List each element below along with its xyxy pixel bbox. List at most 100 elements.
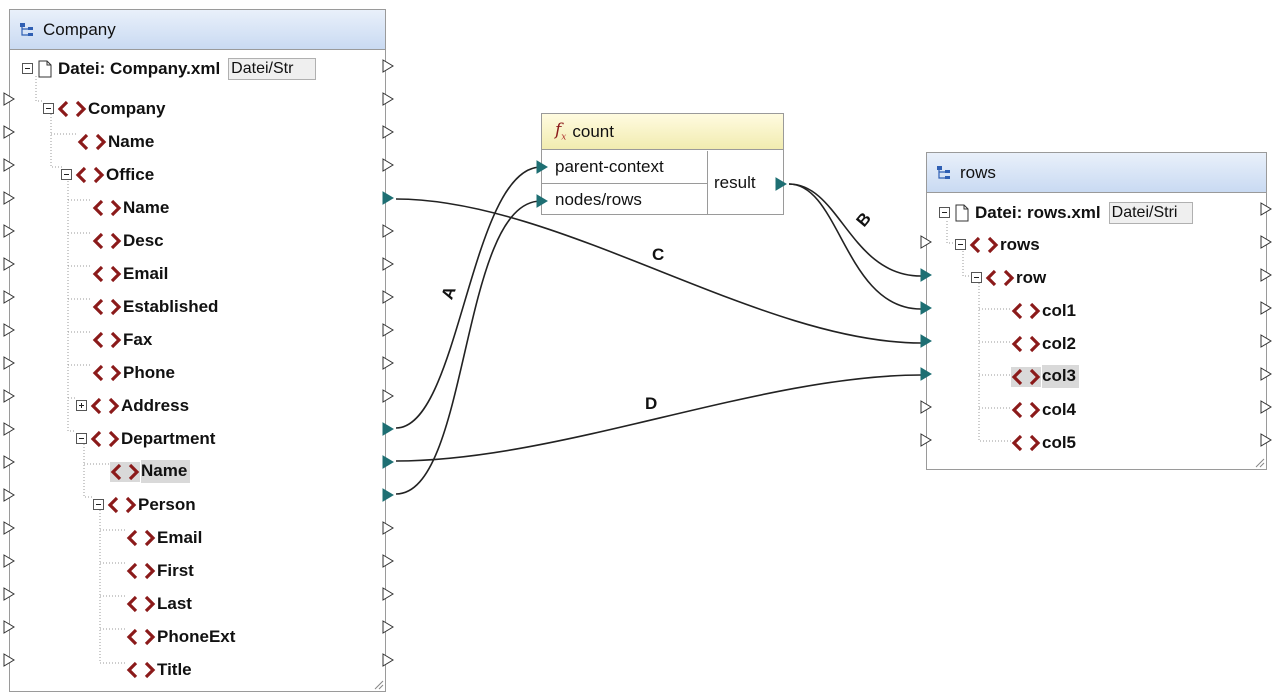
tree-label: col2 <box>1042 333 1077 353</box>
input-port-icon[interactable] <box>920 334 932 348</box>
rows-component[interactable]: rows Datei: rows.xml Datei/Stri rows row… <box>926 152 1267 470</box>
output-port-icon[interactable] <box>382 455 394 469</box>
resize-grip-icon[interactable] <box>1255 458 1265 468</box>
output-port-icon[interactable] <box>382 59 394 73</box>
collapse-toggle[interactable] <box>76 433 87 444</box>
tree-node-row[interactable]: row <box>971 261 1046 294</box>
function-icon: fx <box>555 120 567 143</box>
tree-node-company[interactable]: Company <box>43 92 165 125</box>
tree-node-address[interactable]: Address <box>76 389 189 422</box>
output-port-icon[interactable] <box>382 587 394 601</box>
tree-label: Address <box>121 395 190 415</box>
company-input-ports <box>3 92 15 667</box>
tree-node-last[interactable]: Last <box>126 587 192 620</box>
output-port-icon[interactable] <box>382 257 394 271</box>
element-icon <box>126 628 156 645</box>
element-icon <box>92 298 122 315</box>
rows-file-button[interactable]: Datei/Stri <box>1108 201 1193 224</box>
connection-b-col1[interactable] <box>788 183 922 310</box>
element-icon <box>1011 302 1041 319</box>
output-port-icon[interactable] <box>382 125 394 139</box>
output-port-icon[interactable] <box>382 356 394 370</box>
tree-label: Last <box>157 593 192 613</box>
output-port-icon[interactable] <box>382 620 394 634</box>
company-component[interactable]: Company Datei: Company.xml Datei/Str Com… <box>9 9 386 692</box>
collapse-toggle[interactable] <box>971 272 982 283</box>
tree-node-fax[interactable]: Fax <box>92 323 152 356</box>
connection-label-b: B <box>852 208 875 231</box>
input-port-icon[interactable] <box>536 194 548 208</box>
output-port-icon[interactable] <box>382 92 394 106</box>
collapse-toggle[interactable] <box>61 169 72 180</box>
tree-node-col2[interactable]: col2 <box>1011 327 1076 360</box>
count-output-result[interactable]: result <box>708 151 784 215</box>
output-port-icon[interactable] <box>382 488 394 502</box>
tree-label: Company <box>88 98 166 118</box>
count-input-parent[interactable]: parent-context <box>542 151 708 184</box>
component-icon <box>937 165 950 179</box>
company-file-button[interactable]: Datei/Str <box>228 57 317 80</box>
collapse-toggle[interactable] <box>939 207 950 218</box>
tree-node-title[interactable]: Title <box>126 653 192 686</box>
element-icon <box>969 236 999 253</box>
output-port-icon[interactable] <box>382 191 394 205</box>
collapse-toggle[interactable] <box>955 239 966 250</box>
input-port-icon[interactable] <box>536 160 548 174</box>
input-port-icon[interactable] <box>920 400 932 414</box>
element-icon <box>110 461 140 482</box>
tree-node-office[interactable]: Office <box>61 158 154 191</box>
input-port-icon[interactable] <box>920 367 932 381</box>
connection-c[interactable] <box>395 198 922 344</box>
output-label: result <box>714 173 756 192</box>
count-input-nodes[interactable]: nodes/rows <box>542 184 708 215</box>
tree-node-person[interactable]: Person <box>93 488 196 521</box>
tree-node-email[interactable]: Email <box>92 257 168 290</box>
tree-label: col3 <box>1042 365 1080 388</box>
output-port-icon[interactable] <box>382 290 394 304</box>
output-port-icon[interactable] <box>382 389 394 403</box>
tree-node-desc[interactable]: Desc <box>92 224 164 257</box>
output-port-icon[interactable] <box>382 653 394 667</box>
tree-node-name[interactable]: Name <box>77 125 154 158</box>
tree-node-phoneext[interactable]: PhoneExt <box>126 620 235 653</box>
output-port-icon[interactable] <box>382 422 394 436</box>
tree-node-first[interactable]: First <box>126 554 194 587</box>
output-port-icon[interactable] <box>382 224 394 238</box>
output-port-icon[interactable] <box>775 177 787 191</box>
connection-a[interactable] <box>395 166 542 429</box>
tree-node-person-email[interactable]: Email <box>126 521 202 554</box>
input-port-icon[interactable] <box>920 433 932 447</box>
output-port-icon[interactable] <box>382 521 394 535</box>
connection-b-row[interactable] <box>788 183 922 277</box>
tree-node-office-name[interactable]: Name <box>92 191 169 224</box>
input-port-icon[interactable] <box>920 301 932 315</box>
tree-node-col1[interactable]: col1 <box>1011 294 1076 327</box>
company-header[interactable]: Company <box>10 10 385 50</box>
count-header[interactable]: fx count <box>542 114 783 150</box>
output-port-icon[interactable] <box>382 554 394 568</box>
element-icon <box>126 562 156 579</box>
expand-toggle[interactable] <box>76 400 87 411</box>
resize-grip-icon[interactable] <box>374 680 384 690</box>
connection-d[interactable] <box>395 374 922 462</box>
rows-header[interactable]: rows <box>927 153 1266 193</box>
tree-node-col4[interactable]: col4 <box>1011 393 1076 426</box>
tree-label: First <box>157 560 194 580</box>
output-port-icon[interactable] <box>382 158 394 172</box>
document-icon <box>955 204 969 221</box>
count-function[interactable]: fx count parent-context nodes/rows resul… <box>541 113 784 215</box>
tree-node-department-name[interactable]: Name <box>110 455 191 488</box>
output-port-icon[interactable] <box>382 323 394 337</box>
collapse-toggle[interactable] <box>22 63 33 74</box>
tree-node-col3[interactable]: col3 <box>1011 360 1080 393</box>
input-port-icon[interactable] <box>920 268 932 282</box>
tree-node-established[interactable]: Established <box>92 290 218 323</box>
input-port-icon[interactable] <box>920 235 932 249</box>
tree-node-rows[interactable]: rows <box>955 228 1040 261</box>
collapse-toggle[interactable] <box>43 103 54 114</box>
tree-node-department[interactable]: Department <box>76 422 215 455</box>
connection-person-nodes[interactable] <box>395 200 542 495</box>
collapse-toggle[interactable] <box>93 499 104 510</box>
tree-node-phone[interactable]: Phone <box>92 356 175 389</box>
tree-node-col5[interactable]: col5 <box>1011 426 1076 459</box>
